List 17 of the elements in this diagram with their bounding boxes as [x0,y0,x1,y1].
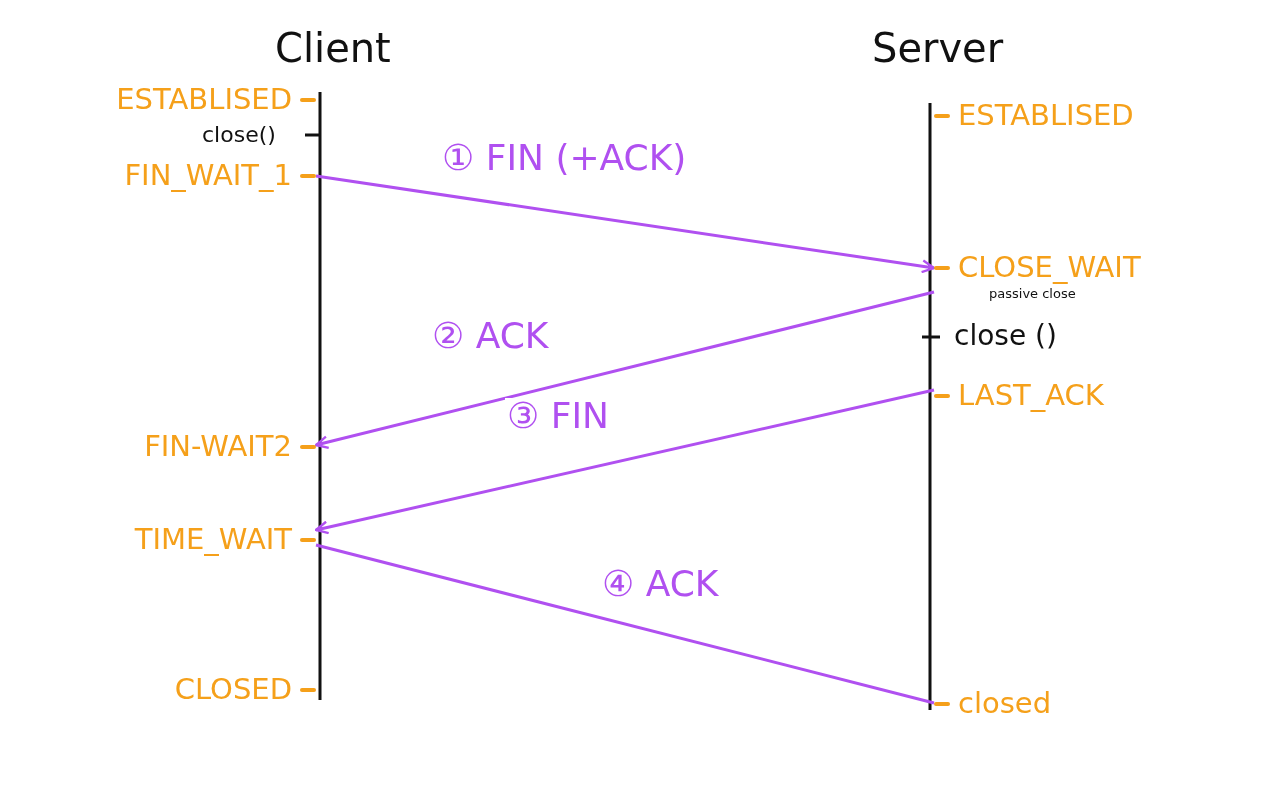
state-label: FIN_WAIT_1 [124,161,292,190]
state-label: closed [958,689,1052,718]
state-label: FIN-WAIT2 [144,432,292,461]
message-arrow [315,174,936,274]
state-label: LAST_ACK [958,381,1104,410]
message-arrow [314,388,935,535]
state-label: CLOSE_WAIT [958,253,1141,282]
note-label: passive close [989,286,1076,301]
state-label: ESTABLISED [958,101,1134,130]
lifeline-heading: Client [275,28,391,68]
message-arrow [314,290,935,450]
state-label: CLOSED [174,675,292,704]
function-call-label: close() [202,124,276,146]
function-call-label: close () [954,322,1057,350]
state-label: TIME_WAIT [134,525,292,554]
state-label: ESTABLISED [116,85,292,114]
lifeline-heading: Server [872,28,1004,68]
